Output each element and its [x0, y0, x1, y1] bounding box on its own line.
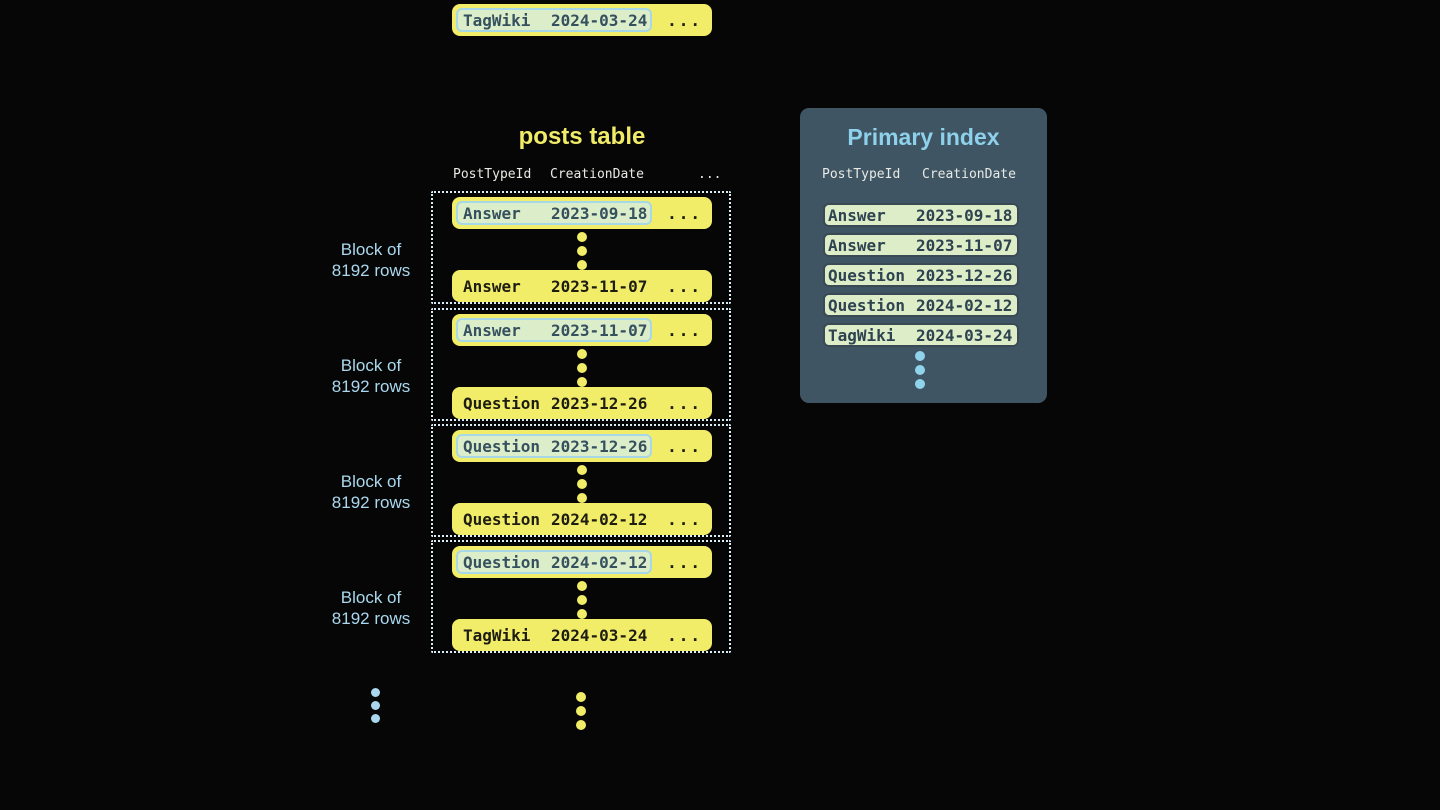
block-label-3: Block of 8192 rows [331, 472, 411, 512]
table-row: Question 2023-12-26 ... [452, 387, 712, 419]
row-ellipsis: ... [667, 10, 702, 30]
primary-index-panel: Primary index PostTypeId CreationDate An… [800, 108, 1047, 403]
table-row-trailing: TagWiki 2024-03-24 ... [452, 4, 712, 36]
column-header-creationdate: CreationDate [922, 167, 1016, 182]
primary-index-title: Primary index [847, 124, 1000, 150]
row-ellipsis: ... [667, 552, 702, 572]
index-entry: Question 2023-12-26 [823, 263, 1019, 287]
column-header-posttypeid: PostTypeId [453, 167, 532, 182]
row-block-1: Answer 2023-09-18 ... Answer 2023-11-07 … [431, 191, 731, 304]
column-header-posttypeid: PostTypeId [822, 167, 901, 182]
row-block-4: Question 2024-02-12 ... TagWiki 2024-03-… [431, 540, 731, 653]
row-ellipsis: ... [667, 393, 702, 413]
index-entry: Question 2024-02-12 [823, 293, 1019, 317]
vertical-ellipsis-icon [577, 232, 587, 270]
more-blocks-ellipsis-icon [371, 688, 380, 723]
table-row: TagWiki 2024-03-24 ... [452, 619, 712, 651]
indexed-key-highlight: TagWiki 2024-03-24 [456, 8, 652, 32]
row-ellipsis: ... [667, 276, 702, 296]
vertical-ellipsis-icon [577, 581, 587, 619]
table-row: Question 2023-12-26 ... [452, 430, 712, 462]
column-header-more: ... [698, 167, 722, 182]
column-header-creationdate: CreationDate [550, 167, 644, 182]
row-ellipsis: ... [667, 203, 702, 223]
vertical-ellipsis-icon [915, 351, 925, 389]
index-entry: TagWiki 2024-03-24 [823, 323, 1019, 347]
row-block-3: Question 2023-12-26 ... Question 2024-02… [431, 424, 731, 537]
block-label-4: Block of 8192 rows [331, 588, 411, 628]
table-row: Answer 2023-11-07 ... [452, 314, 712, 346]
table-row: Question 2024-02-12 ... [452, 546, 712, 578]
row-ellipsis: ... [667, 436, 702, 456]
row-block-2: Answer 2023-11-07 ... Question 2023-12-2… [431, 308, 731, 421]
row-ellipsis: ... [667, 625, 702, 645]
table-row: Answer 2023-09-18 ... [452, 197, 712, 229]
indexed-key-highlight: Question 2023-12-26 [456, 434, 652, 458]
posts-table-title: posts table [518, 123, 646, 150]
table-row: Answer 2023-11-07 ... [452, 270, 712, 302]
index-entry: Answer 2023-09-18 [823, 203, 1019, 227]
row-ellipsis: ... [667, 320, 702, 340]
indexed-key-highlight: Answer 2023-11-07 [456, 318, 652, 342]
vertical-ellipsis-icon [577, 349, 587, 387]
block-label-1: Block of 8192 rows [331, 240, 411, 280]
row-ellipsis: ... [667, 509, 702, 529]
index-entry: Answer 2023-11-07 [823, 233, 1019, 257]
primary-index-column-headers: PostTypeId CreationDate [822, 167, 1016, 182]
posts-table-column-headers: PostTypeId CreationDate ... [453, 167, 721, 182]
table-row: Question 2024-02-12 ... [452, 503, 712, 535]
indexed-key-highlight: Question 2024-02-12 [456, 550, 652, 574]
block-label-2: Block of 8192 rows [331, 356, 411, 396]
vertical-ellipsis-icon [576, 692, 586, 730]
indexed-key-highlight: Answer 2023-09-18 [456, 201, 652, 225]
vertical-ellipsis-icon [577, 465, 587, 503]
